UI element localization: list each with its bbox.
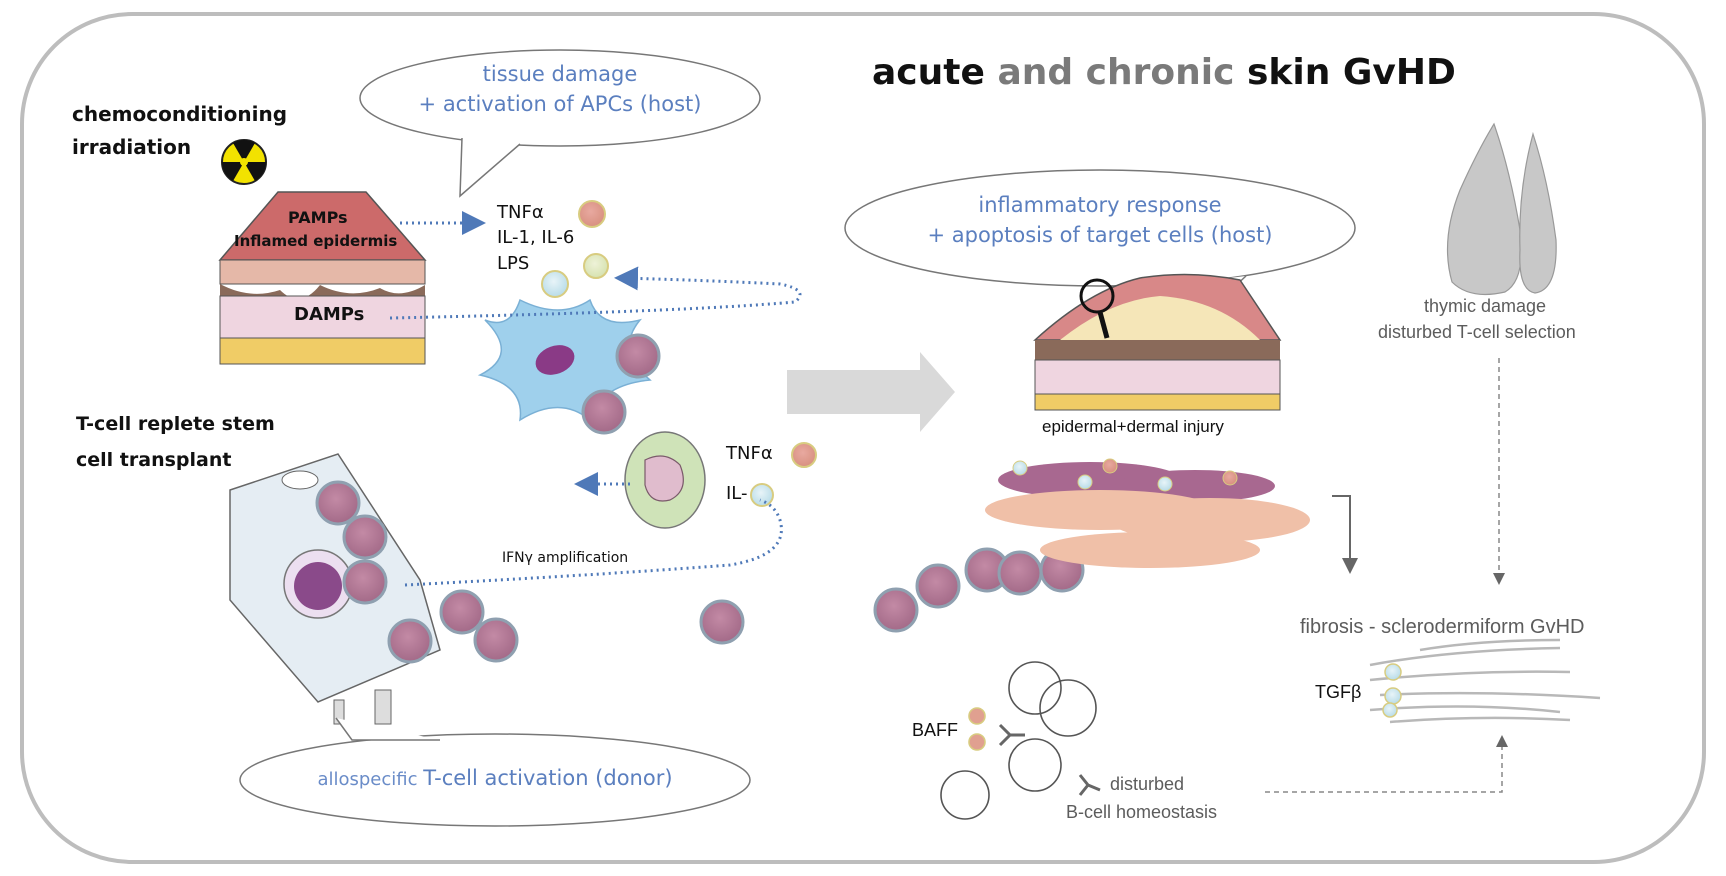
cytokine-top-green	[583, 253, 609, 279]
title-and-chronic: and chronic	[997, 52, 1235, 93]
label-fibrosis: fibrosis - sclerodermiform GvHD	[1300, 616, 1585, 638]
label-chemoconditioning: chemoconditioning	[72, 102, 288, 126]
stem-cell-bag-illustration	[229, 453, 441, 725]
bubble-tissue-damage-line2: + activation of APCs (host)	[418, 92, 702, 116]
label-tnf-alpha-top: TNFα	[497, 202, 544, 223]
magnifier-icon	[1079, 278, 1115, 339]
label-ifn-amplification: IFNγ amplification	[502, 550, 629, 566]
label-disturbed: disturbed	[1110, 774, 1185, 794]
label-pamps: PAMPs	[288, 208, 348, 227]
label-tgf-beta: TGFβ	[1315, 682, 1362, 702]
t-cells	[315, 333, 1085, 664]
bubble-donor-part2: T-cell activation (donor)	[423, 766, 673, 790]
label-inflamed-epidermis: Inflamed epidermis	[234, 232, 398, 250]
cytokine-mid-blue	[750, 483, 774, 507]
label-disturbed-t-cell-selection: disturbed T-cell selection	[1378, 322, 1576, 342]
radiation-icon	[221, 139, 267, 185]
label-damps: DAMPs	[294, 304, 365, 325]
outer-frame	[20, 12, 1706, 864]
bubble-inflammatory-line2: + apoptosis of target cells (host)	[927, 223, 1273, 247]
t-cell	[473, 617, 519, 663]
label-transplant-line1: T-cell replete stem	[76, 413, 275, 435]
label-b-cell-homeostasis: B-cell homeostasis	[1066, 802, 1218, 822]
label-epidermal-dermal-injury: epidermal+dermal injury	[1042, 417, 1224, 436]
t-cell	[387, 618, 433, 664]
t-cell	[581, 389, 627, 435]
ifn-amplification-arrow	[404, 498, 783, 587]
label-baff: BAFF	[912, 720, 959, 740]
skin-injury-illustration	[1033, 273, 1282, 411]
bubble-donor	[239, 717, 751, 827]
bcell-to-fibrosis-arrow	[1265, 735, 1508, 793]
label-tnf-alpha-mid: TNFα	[726, 443, 773, 464]
bubble-inflammatory-line1: inflammatory response	[978, 193, 1222, 217]
label-transplant-line2: cell transplant	[76, 449, 232, 471]
title-skin-gvhd: skin GvHD	[1246, 52, 1456, 93]
skin-inflamed-illustration	[218, 191, 427, 365]
t-cell	[997, 550, 1043, 596]
tissue-cells-illustration	[985, 458, 1310, 568]
cytokine-top-blue	[541, 270, 569, 298]
big-transition-arrow	[787, 352, 955, 432]
cytokine-top-red	[578, 200, 606, 228]
t-cell	[615, 333, 661, 379]
bubble-tissue-damage-line1: tissue damage	[482, 62, 638, 86]
thymus-illustration	[1446, 122, 1557, 295]
fibrosis-fibers-illustration	[1369, 638, 1601, 724]
cytokine-mid-red	[791, 442, 817, 468]
macrophage-illustration	[624, 431, 706, 529]
t-cell	[342, 514, 388, 560]
t-cell	[873, 587, 919, 633]
bubble-donor-text: allospecific T-cell activation (donor)	[250, 766, 740, 791]
label-il-mid: IL-	[726, 483, 748, 504]
label-thymic-damage: thymic damage	[1424, 296, 1547, 316]
label-il1-il6: IL-1, IL-6	[497, 227, 575, 248]
damps-loop-arrow	[389, 266, 802, 320]
injury-to-fibrosis-arrow	[1332, 495, 1358, 574]
t-cell	[439, 589, 485, 635]
b-cell-cluster-illustration	[940, 661, 1101, 820]
t-cell	[315, 480, 361, 526]
bubble-tissue-damage	[359, 49, 761, 198]
diagram-title: acute and chronic skin GvHD	[872, 52, 1456, 93]
t-cell	[342, 559, 388, 605]
t-cell	[699, 599, 745, 645]
label-irradiation: irradiation	[72, 135, 192, 159]
title-acute: acute	[872, 52, 985, 93]
label-lps: LPS	[497, 253, 530, 274]
t-cell	[915, 563, 961, 609]
bubble-donor-part1: allospecific	[317, 769, 424, 790]
